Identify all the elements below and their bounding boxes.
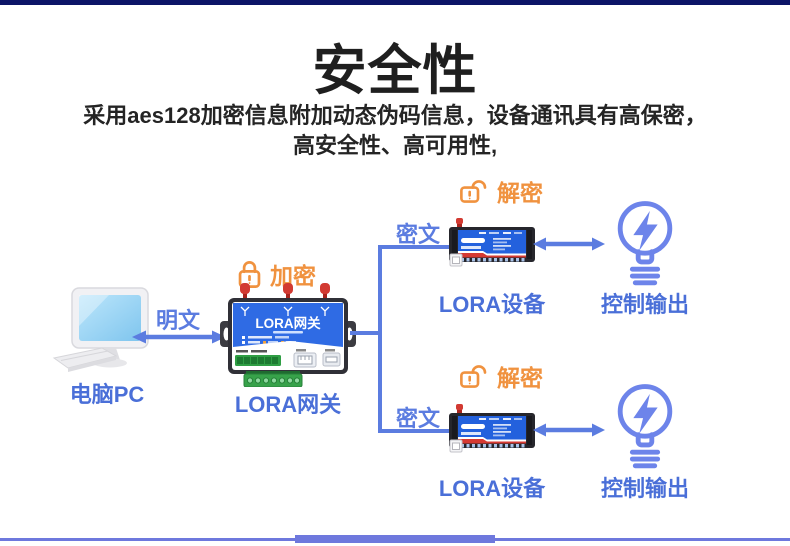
lightning-bolt-icon [633, 393, 658, 434]
pc-icon [52, 287, 149, 372]
top-accent-bar [0, 0, 790, 5]
subtitle-line-1: 采用aes128加密信息附加动态伪码信息，设备通讯具有高保密， [83, 103, 707, 128]
connector-line-top-branch [378, 245, 452, 249]
encrypt-label: 加密 [270, 263, 316, 289]
gateway-panel-text: LORA网关 [255, 315, 321, 331]
bulb-output-icon-bottom [617, 384, 673, 469]
pc-label: 电脑PC [69, 382, 145, 407]
gateway-label: LORA网关 [234, 392, 342, 417]
device-label-bottom: LORA设备 [438, 476, 546, 501]
output-label-top: 控制输出 [600, 292, 689, 317]
encrypt-badge: 加密 [236, 257, 316, 291]
device-output-arrow-bottom [533, 423, 605, 437]
connector-line-vertical [378, 245, 382, 433]
decrypt-badge-bottom: 解密 [459, 359, 543, 393]
page-title: 安全性 [312, 41, 478, 101]
plaintext-label: 明文 [155, 308, 200, 333]
lora-slave-device-bottom [449, 404, 535, 453]
monitor-screen [79, 295, 141, 341]
lock-open-icon [460, 180, 487, 203]
connector-line-stub [350, 331, 382, 335]
bulb-output-icon-top [617, 201, 673, 286]
lightning-bolt-icon [633, 210, 658, 251]
bottom-accent-bar [295, 535, 495, 543]
ciphertext-label-top: 密文 [395, 222, 440, 247]
plaintext-arrow [132, 330, 226, 344]
page-subtitle: 采用aes128加密信息附加动态伪码信息，设备通讯具有高保密， 高安全性、高可用… [0, 101, 790, 161]
gateway-antennas [240, 283, 330, 300]
device-label-top: LORA设备 [438, 292, 546, 317]
lora-slave-device-top [449, 218, 535, 267]
decrypt-label-top: 解密 [497, 180, 543, 206]
gateway-green-connector [243, 371, 303, 387]
lock-open-icon [460, 365, 487, 388]
connector-line-bottom-branch [378, 429, 452, 433]
ciphertext-label-bottom: 密文 [395, 406, 440, 431]
decrypt-badge-top: 解密 [459, 174, 543, 208]
device-output-arrow-top [533, 237, 605, 251]
lora-gateway-device: LORA网关 [220, 283, 356, 387]
subtitle-line-2: 高安全性、高可用性, [292, 133, 498, 158]
output-label-bottom: 控制输出 [600, 476, 689, 501]
decrypt-label-bottom: 解密 [497, 365, 543, 391]
